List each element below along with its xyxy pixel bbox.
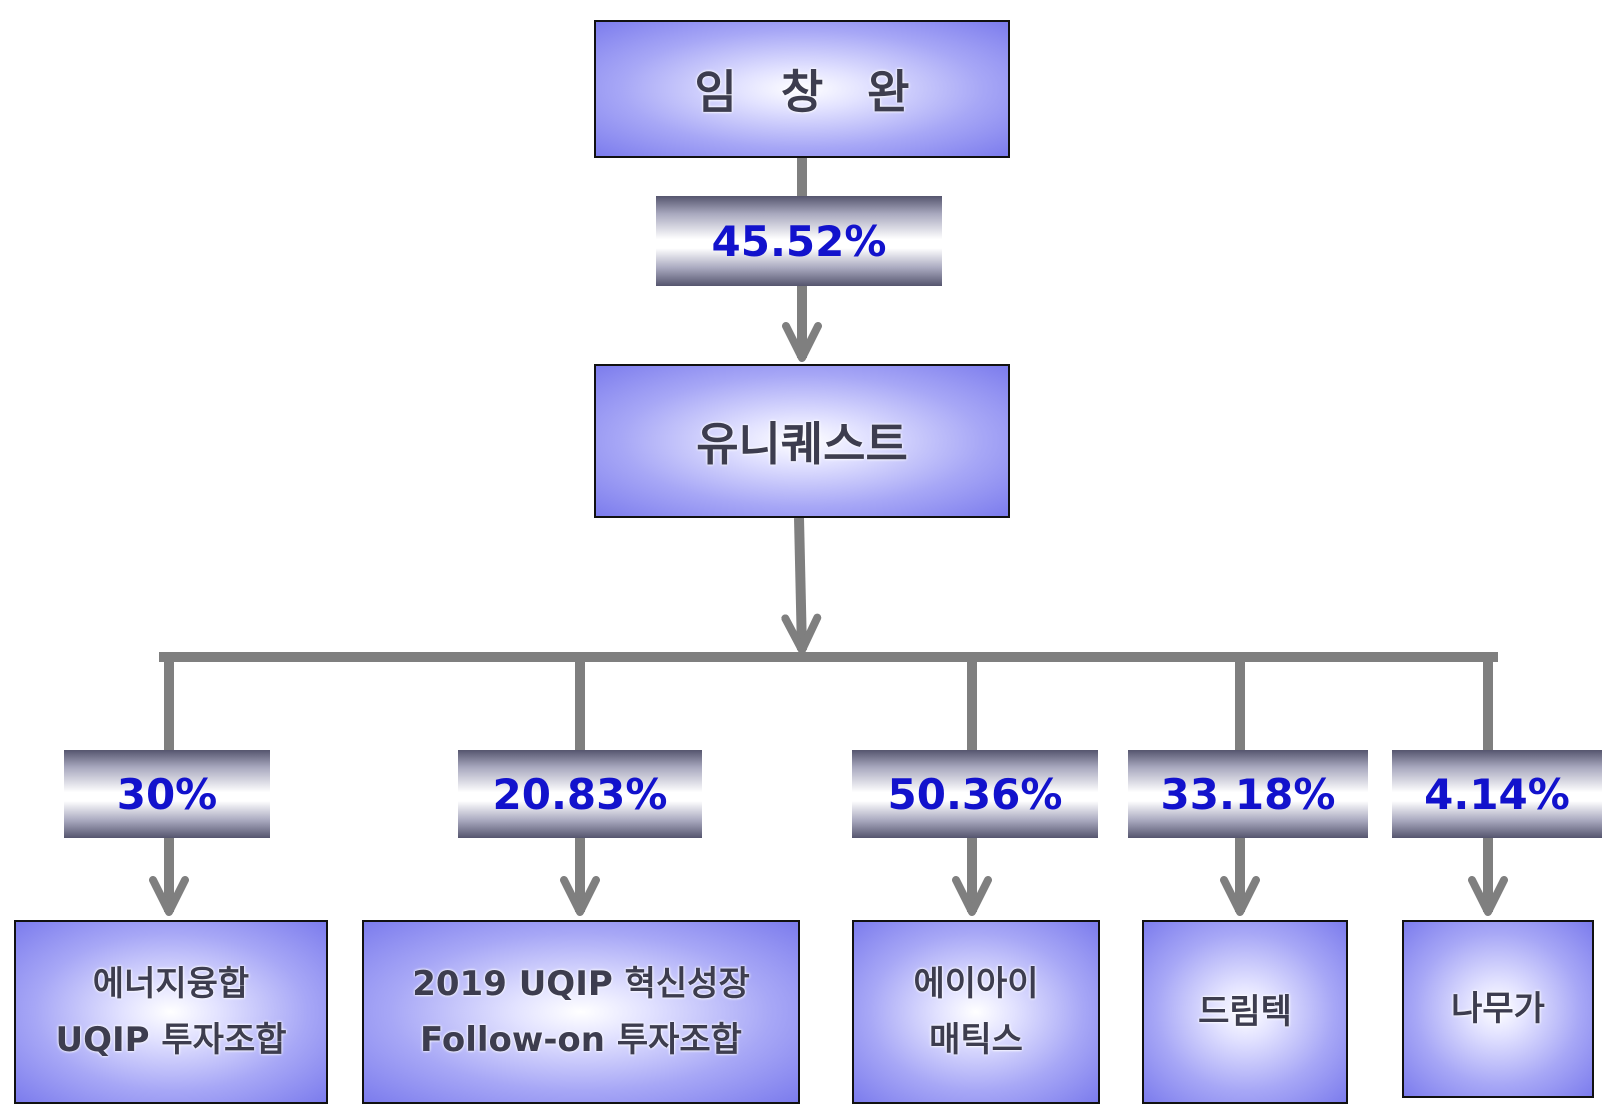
subsidiary-node-5: 나무가 — [1402, 920, 1594, 1098]
subsidiary-node-3: 에이아이 매틱스 — [852, 920, 1100, 1104]
root-owner-name: 임 창 완 — [694, 65, 924, 119]
subsidiary-stake-label-4: 33.18% — [1128, 750, 1368, 838]
subsidiary-name-line: Follow-on 투자조합 — [420, 1020, 742, 1060]
parent-company-name: 유니퀘스트 — [696, 417, 908, 471]
subsidiary-stake-value: 20.83% — [492, 769, 668, 819]
subsidiary-stake-label-2: 20.83% — [458, 750, 702, 838]
subsidiary-name-line: 에이아이 — [913, 964, 1039, 1004]
subsidiary-stake-value: 33.18% — [1160, 769, 1336, 819]
subsidiary-name-line: 드림텍 — [1198, 992, 1292, 1032]
subsidiary-name-line: UQIP 투자조합 — [55, 1020, 287, 1060]
subsidiary-name-line: 2019 UQIP 혁신성장 — [412, 964, 750, 1004]
subsidiary-name-line: 매틱스 — [929, 1020, 1023, 1060]
arrow-parent-trunk — [781, 517, 822, 654]
subsidiary-stake-label-5: 4.14% — [1392, 750, 1602, 838]
root-owner-node: 임 창 완 — [594, 20, 1010, 158]
subsidiary-stake-value: 50.36% — [887, 769, 1063, 819]
root-stake-label: 45.52% — [656, 196, 942, 286]
subsidiary-stake-label-1: 30% — [64, 750, 270, 838]
subsidiary-node-1: 에너지융합 UQIP 투자조합 — [14, 920, 328, 1104]
subsidiary-stake-value: 4.14% — [1424, 769, 1570, 819]
parent-company-node: 유니퀘스트 — [594, 364, 1010, 518]
subsidiary-name-line: 나무가 — [1451, 989, 1545, 1029]
subsidiary-node-2: 2019 UQIP 혁신성장 Follow-on 투자조합 — [362, 920, 800, 1104]
subsidiary-node-4: 드림텍 — [1142, 920, 1348, 1104]
root-stake-value: 45.52% — [711, 216, 887, 266]
subsidiary-stake-value: 30% — [116, 769, 218, 819]
subsidiary-name-line: 에너지융합 — [92, 964, 250, 1004]
subsidiary-stake-label-3: 50.36% — [852, 750, 1098, 838]
